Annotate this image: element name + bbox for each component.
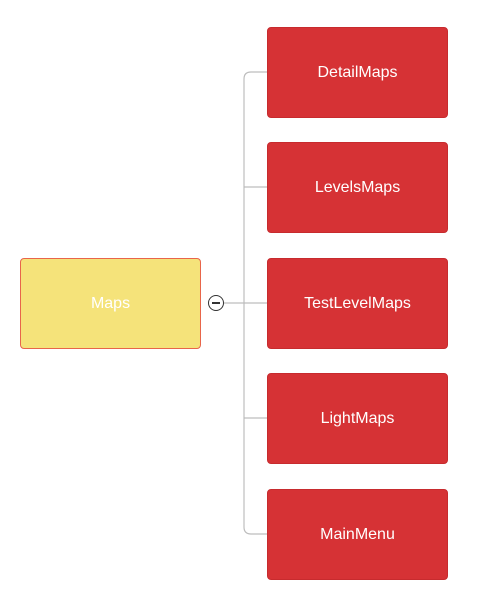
child-node-label: LevelsMaps	[314, 178, 401, 196]
child-node-detailmaps[interactable]: DetailMaps	[267, 27, 448, 118]
child-node-label: DetailMaps	[317, 63, 398, 81]
child-node-label: LightMaps	[320, 409, 395, 427]
child-node-testlevelmaps[interactable]: TestLevelMaps	[267, 258, 448, 349]
child-node-label: MainMenu	[320, 525, 395, 543]
child-node-mainmenu[interactable]: MainMenu	[267, 489, 448, 580]
root-node-maps[interactable]: Maps	[20, 258, 201, 349]
minus-circle-icon[interactable]	[208, 295, 224, 311]
child-node-lightmaps[interactable]: LightMaps	[267, 373, 448, 464]
child-node-label: TestLevelMaps	[304, 294, 411, 312]
root-node-label: Maps	[90, 294, 131, 312]
child-node-levelsmaps[interactable]: LevelsMaps	[267, 142, 448, 233]
